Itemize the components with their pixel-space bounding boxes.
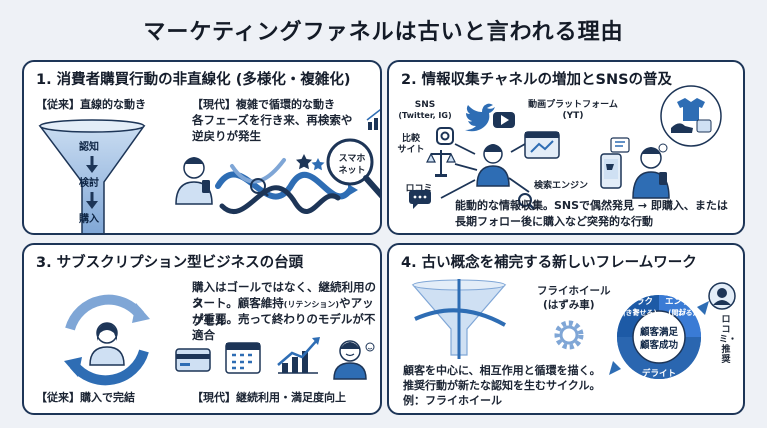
center-label-2: 顧客成功: [639, 340, 678, 351]
sns-label: SNS: [414, 100, 436, 110]
search-engine-label: 検索エンジン: [533, 181, 588, 191]
old-behavior-label: 【従来】直線的な動き: [36, 98, 146, 111]
panel3-desc-3: が重要。売って終わりのモデルが不適合: [192, 312, 376, 342]
balance-scale-icon: [426, 150, 456, 177]
review-recommend-label: ロコミ・推奨: [719, 315, 738, 365]
funnel-icon: [38, 119, 146, 233]
person-icon: [89, 322, 125, 366]
twitter-icon: [465, 103, 495, 132]
flywheel-sublabel: (はずみ車): [543, 299, 595, 311]
gear-icon: [554, 320, 584, 350]
funnel-crossed-icon: [411, 279, 507, 359]
phone-shopping-cart-icon: [600, 137, 630, 189]
page-title: マーケティングファネルは古いと言われる理由: [143, 20, 624, 45]
panel4-heading: 4. 古い概念を補完する新しいフレームワーク: [401, 255, 697, 271]
panel-info-channels: 2. 情報収集チャネルの増加とSNSの普及 SNS (Twitter, IG) …: [387, 60, 745, 235]
review-label: ロコミ: [405, 184, 433, 194]
panel-subscription: 3. サブスクリプション型ビジネスの台頭 購入はゴールではなく、継続利用のス タ…: [22, 243, 382, 415]
delight-label: デライト: [641, 369, 676, 379]
person-shopper-icon: [632, 147, 670, 199]
chat-bubble-icon: [409, 190, 431, 209]
center-label-1: 顧客満足: [639, 327, 678, 338]
panel1-heading: 1. 消費者購買行動の非直線化 (多様化・複雑化): [36, 72, 351, 88]
credit-card-icon: [175, 348, 211, 372]
subscription-new-label: 【現代】継続利用・満足度向上: [192, 391, 346, 404]
panel2-heading: 2. 情報収集チャネルの増加とSNSの普及: [401, 72, 673, 88]
funnel-step-awareness: 認知: [79, 142, 99, 153]
new-behavior-desc-1: 各フェーズを行き来、再検索や: [192, 113, 353, 127]
panel4-desc-2: 推奨行動が新たな認知を生むサイクル。: [403, 379, 601, 392]
shopping-thought-icon: [652, 85, 722, 161]
smiling-person-icon: [333, 340, 375, 380]
panel3-heading: 3. サブスクリプション型ビジネスの台頭: [36, 255, 304, 271]
search-bubble-line-1: スマホ: [338, 154, 366, 164]
panel3-desc-1: 購入はゴールではなく、継続利用のス: [192, 280, 376, 310]
attract-sublabel: (引き寄せる): [615, 309, 657, 317]
panel3-desc-2a: タート。顧客維持: [192, 296, 284, 310]
panel3-desc-2: タート。顧客維持(リテンション)やアップセル: [192, 295, 380, 329]
panel-nonlinear-behavior: 1. 消費者購買行動の非直線化 (多様化・複雑化) 【従来】直線的な動き 認知 …: [22, 60, 382, 235]
funnel-step-consideration: 検討: [79, 178, 99, 189]
flywheel-label: フライホイール: [537, 285, 611, 297]
person-center-icon: [476, 144, 510, 187]
instagram-icon: [436, 127, 454, 145]
delight-sublabel: (満足させる): [638, 380, 680, 388]
person-circle-icon: [708, 282, 736, 310]
funnel-step-purchase: 購入: [79, 214, 99, 225]
panel2-desc-2: 長期フォロー後に購入など突発的な行動: [455, 215, 653, 228]
compare-site-label-2: サイト: [397, 145, 425, 155]
engage-sublabel: (関わる): [668, 309, 696, 317]
panel2-desc-1: 能動的な情報収集。SNSで偶然発見 → 即購入、または: [455, 199, 728, 212]
growth-chart-icon: [277, 337, 320, 374]
compare-site-label-1: 比較: [401, 134, 420, 144]
search-bubble-line-2: ネット: [338, 166, 366, 176]
subscription-old-label: 【従来】購入で完結: [36, 391, 135, 404]
engage-label: エンゲージ: [664, 297, 699, 318]
subscription-icons-row: [175, 337, 375, 380]
person-with-phone-icon: [175, 157, 213, 205]
attract-label: アトラクト: [618, 297, 653, 318]
video-platform-sublabel: (YT): [562, 111, 584, 121]
sns-sublabel: (Twitter, IG): [398, 111, 452, 120]
panel4-desc-3: 例：フライホイール: [403, 394, 502, 407]
panel-new-framework: 4. 古い概念を補完する新しいフレームワーク フライホイール (はずみ車) アト…: [387, 243, 745, 415]
browser-window-icon: [524, 131, 560, 159]
new-behavior-desc-2: 逆戻りが発生: [192, 129, 261, 143]
cycle-arrows-icon: [64, 294, 150, 386]
search-engine-icon: [518, 193, 532, 207]
panel3-desc-2b: (リテンション): [283, 300, 340, 309]
channels-illustration: [409, 85, 722, 210]
complex-journey-illustration: [175, 108, 380, 215]
panel4-desc-1: 顧客を中心に、相互作用と循環を描く。: [403, 364, 601, 377]
video-platform-label: 動画プラットフォーム: [528, 100, 618, 110]
panel3-desc-2c: やアップセル: [192, 296, 374, 328]
new-behavior-label: 【現代】複雑で循環的な動き: [192, 98, 335, 111]
calendar-icon: [225, 342, 261, 374]
flywheel-diagram: [609, 295, 709, 379]
